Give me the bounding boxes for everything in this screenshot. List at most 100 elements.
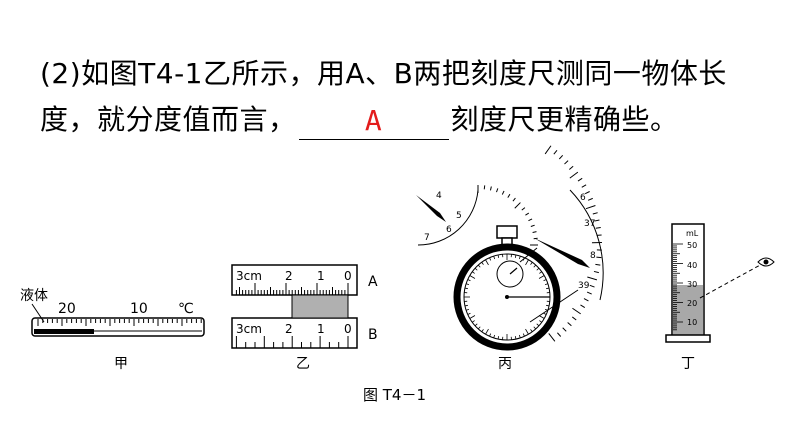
cylinder-base: [665, 334, 711, 343]
ruler-a-num-1: 1: [317, 269, 325, 283]
ruler-b-num-1: 1: [317, 322, 325, 336]
ruler-b-num-0: 0: [344, 322, 352, 336]
thermometer-tube: [31, 317, 205, 337]
dial-tick: [485, 328, 489, 335]
caption-ding: 丁: [681, 356, 695, 372]
outer-dial-tick: [584, 191, 590, 195]
outer-dial-tick: [544, 145, 552, 155]
dial-tick: [497, 254, 500, 258]
outer-dial-tick: [577, 177, 583, 182]
outer-dial-tick: [585, 204, 596, 210]
ruler-b-label: B: [368, 327, 378, 343]
caption-jia: 甲: [114, 356, 128, 372]
outer-dial-tick: [593, 270, 599, 274]
dial-tick: [543, 279, 547, 282]
cylinder-ding: mL 50 40 30 20 10 丁: [665, 223, 775, 372]
cylinder-mark-20: 20: [687, 299, 697, 308]
outer-dial-tick: [569, 165, 574, 170]
dial-tick: [474, 267, 478, 271]
cylinder-mark-30: 30: [687, 280, 697, 289]
dial-tick: [518, 334, 521, 339]
dial-tick: [481, 261, 484, 265]
dial-tick: [489, 333, 492, 337]
answer-blank: A: [298, 104, 449, 140]
outer-dial-tick: [586, 291, 592, 295]
dial-tick: [536, 267, 540, 271]
dial-tick: [493, 334, 496, 339]
outer-dial-tick: [567, 322, 572, 327]
dial-tick: [477, 264, 481, 268]
cylinder-mark-10: 10: [687, 318, 697, 327]
dial-tick: [514, 336, 517, 340]
caption-yi: 乙: [296, 356, 310, 372]
dial-tick: [543, 312, 547, 315]
answer-text: A: [364, 104, 383, 137]
question-prefix: 度，就分度值而言，: [40, 103, 297, 136]
dial-tick: [544, 283, 549, 286]
inner-dial-tick: [489, 186, 492, 191]
eye-icon: [757, 257, 775, 267]
dial-tick: [518, 255, 521, 260]
dial-tick: [485, 259, 489, 266]
unit-label: ℃: [178, 301, 194, 317]
dial-tick: [471, 320, 475, 323]
dial-tick: [536, 323, 540, 327]
dial-tick: [497, 336, 500, 340]
dial-tick: [530, 261, 533, 265]
inner-dial-tick: [525, 212, 530, 216]
outer-dial-tick: [589, 284, 595, 288]
inner-dial-tick: [528, 218, 533, 222]
outer-dial-tick: [557, 332, 562, 337]
outer-dial-tick: [580, 304, 586, 308]
outer-dial-tick: [587, 197, 593, 201]
dial-tick: [464, 287, 468, 290]
dial-tick: [514, 254, 517, 258]
outer-dial-tick: [596, 256, 602, 259]
outer-num-6: 6: [580, 193, 586, 203]
rulers-yi: 0 1 2 3cm 0 1 2 3cm A B 乙: [231, 264, 378, 372]
thermometer-jia: 液体 20 10 ℃ 甲: [20, 288, 205, 372]
outer-dial-tick: [594, 219, 600, 222]
ruler-a-num-3: 3cm: [236, 269, 262, 283]
question-line-1: (2)如图T4-1乙所示，用A、B两把刻度尺测同一物体长: [40, 57, 727, 90]
inner-dial-tick: [514, 202, 521, 209]
outer-num-39: 39: [578, 281, 590, 291]
dial-tick: [471, 271, 475, 274]
ruler-b-num-3: 3cm: [236, 322, 262, 336]
cylinder-mark-40: 40: [687, 261, 697, 270]
dial-tick: [467, 279, 471, 282]
dial-tick: [477, 326, 481, 330]
measured-object: [291, 294, 349, 319]
inner-num-7: 7: [424, 233, 430, 243]
dial-tick: [474, 323, 478, 327]
outer-num-37: 37: [584, 219, 595, 229]
outer-dial-tick: [569, 171, 579, 179]
outer-dial-tick: [595, 226, 601, 229]
dial-tick: [533, 326, 537, 330]
outer-dial-tick: [548, 333, 556, 342]
stopwatch-bing: 4 5 6 7 6 37 8 39 丙: [416, 145, 604, 372]
inner-num-5: 5: [456, 211, 462, 221]
inner-dial-arc: [417, 189, 479, 246]
outer-dial-tick: [553, 150, 558, 155]
cylinder-mark-50: 50: [687, 241, 697, 250]
dial-tick: [530, 329, 533, 333]
sight-line: [699, 263, 763, 299]
outer-num-8: 8: [590, 251, 596, 261]
dial-tick: [489, 257, 492, 261]
thermometer-liquid: [34, 329, 94, 334]
dial-tick: [533, 264, 537, 268]
dial-tick: [538, 315, 545, 319]
dial-tick: [469, 315, 476, 319]
inner-dial-tick: [530, 224, 535, 227]
tick-label-20: 20: [58, 301, 76, 317]
ruler-a-num-2: 2: [285, 269, 293, 283]
outer-dial-tick: [572, 307, 581, 315]
dial-tick: [493, 255, 496, 260]
outer-dial-tick: [592, 212, 598, 215]
dial-tick: [467, 312, 471, 315]
inner-num-4: 4: [436, 191, 442, 201]
outer-dial-tick: [587, 276, 598, 281]
